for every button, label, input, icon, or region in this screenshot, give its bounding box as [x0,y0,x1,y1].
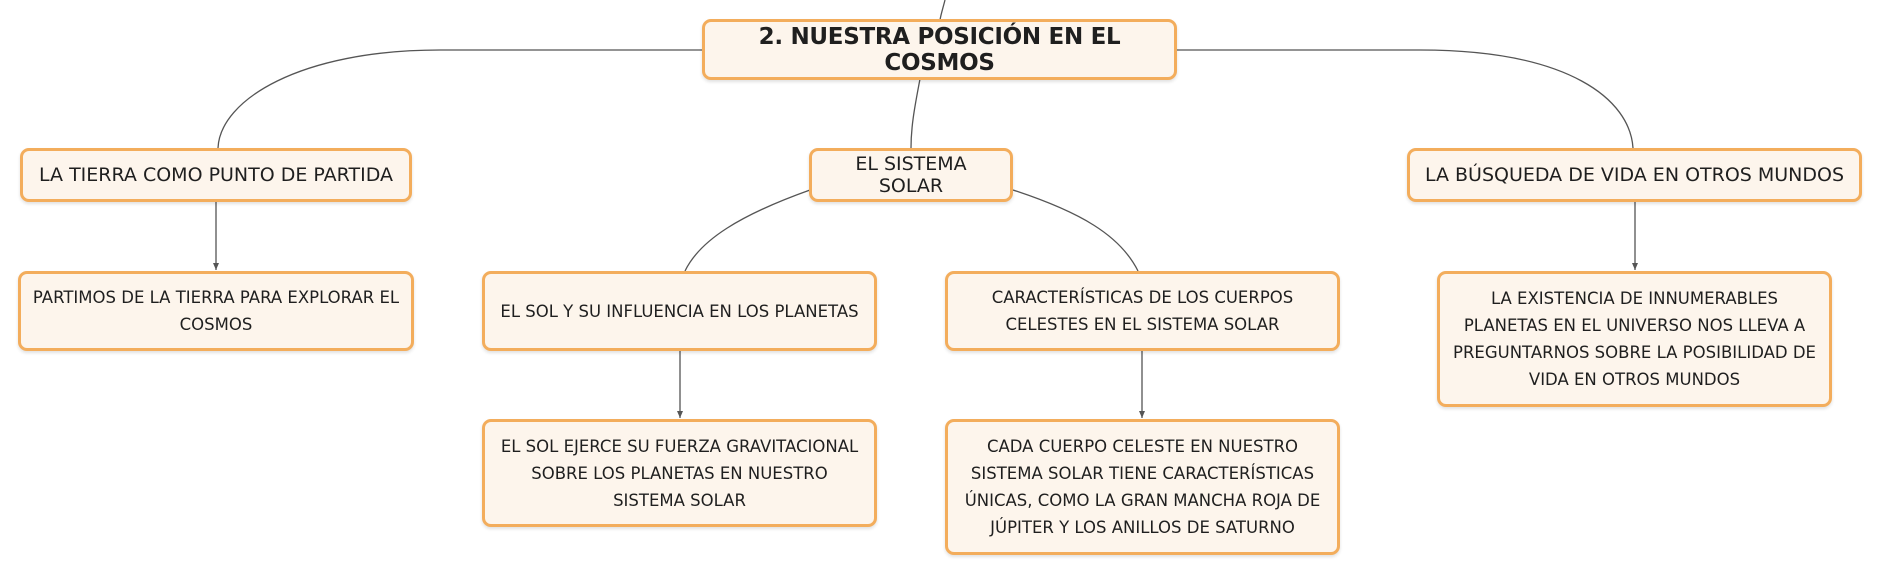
connector-root-to-branch-solar-system [910,78,921,149]
branch-topic-label: EL SISTEMA SOLAR [855,153,967,197]
subtopic-label: EL SOL EJERCE SU FUERZA GRAVITACIONAL SO… [500,436,859,510]
subtopic-sun-influence[interactable]: EL SOL Y SU INFLUENCIA EN LOS PLANETAS [482,271,877,351]
subtopic-sun-gravity[interactable]: EL SOL EJERCE SU FUERZA GRAVITACIONAL SO… [482,419,877,527]
connector-solar-system-to-bodies [1012,189,1139,272]
connector-root-to-branch-earth [217,49,705,149]
subtopic-life-other-worlds[interactable]: LA EXISTENCIA DE INNUMERABLES PLANETAS E… [1437,271,1832,407]
connector-root-parent [939,0,946,21]
branch-topic-life[interactable]: LA BÚSQUEDA DE VIDA EN OTROS MUNDOS [1407,148,1862,202]
subtopic-earth-exploration[interactable]: PARTIMOS DE LA TIERRA PARA EXPLORAR EL C… [18,271,414,351]
branch-topic-label: LA TIERRA COMO PUNTO DE PARTIDA [39,164,393,186]
branch-topic-solar-system[interactable]: EL SISTEMA SOLAR [809,148,1013,202]
subtopic-label: PARTIMOS DE LA TIERRA PARA EXPLORAR EL C… [32,288,400,334]
subtopic-unique-characteristics[interactable]: CADA CUERPO CELESTE EN NUESTRO SISTEMA S… [945,419,1340,555]
root-topic[interactable]: 2. NUESTRA POSICIÓN EN EL COSMOS [702,19,1177,80]
root-topic-label: 2. NUESTRA POSICIÓN EN EL COSMOS [758,23,1121,76]
subtopic-label: CADA CUERPO CELESTE EN NUESTRO SISTEMA S… [964,437,1321,537]
branch-topic-label: LA BÚSQUEDA DE VIDA EN OTROS MUNDOS [1424,164,1845,186]
branch-topic-earth[interactable]: LA TIERRA COMO PUNTO DE PARTIDA [20,148,412,202]
subtopic-celestial-bodies[interactable]: CARACTERÍSTICAS DE LOS CUERPOS CELESTES … [945,271,1340,351]
subtopic-label: EL SOL Y SU INFLUENCIA EN LOS PLANETAS [500,301,859,321]
subtopic-label: CARACTERÍSTICAS DE LOS CUERPOS CELESTES … [991,288,1294,334]
connector-root-to-branch-life [1175,49,1634,149]
connector-solar-system-to-sun [684,189,811,272]
subtopic-label: LA EXISTENCIA DE INNUMERABLES PLANETAS E… [1453,289,1816,389]
